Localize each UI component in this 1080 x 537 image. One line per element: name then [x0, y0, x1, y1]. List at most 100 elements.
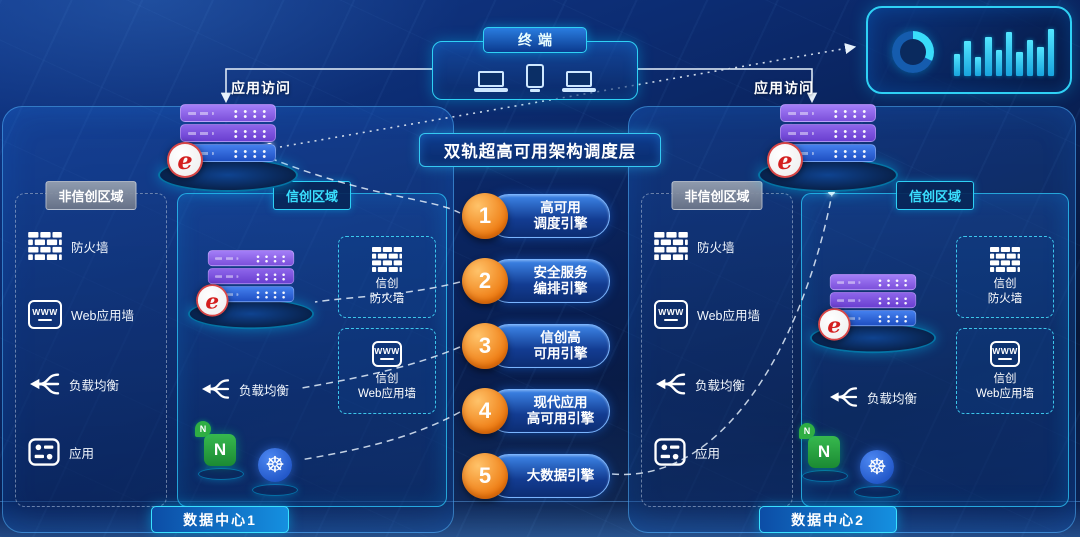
app-access-label-right: 应用访问 [754, 80, 814, 96]
server-unit [180, 104, 276, 122]
dc1-xc-server-cluster: e [188, 250, 314, 331]
dc1-waf-item: WWW Web应用墙 [28, 300, 134, 329]
datacenter2-badge: 数据中心2 [759, 506, 897, 533]
engine-label-line2: 调度引擎 [533, 216, 588, 231]
vendor-logo: e [767, 142, 803, 178]
web-app-wall-icon: WWW [990, 340, 1020, 367]
dc2-xc-firewall-box: 信创防火墙 [956, 236, 1054, 318]
dc2-xc-lb-item: 负载均衡 [828, 384, 917, 410]
app-access-label-left: 应用访问 [231, 80, 291, 96]
laptop-icon [562, 71, 596, 92]
server-unit [180, 124, 276, 142]
engine-label-line1: 现代应用 [533, 394, 588, 410]
firewall-icon [990, 247, 1020, 273]
kubernetes-icon: ☸ [258, 448, 292, 482]
load-balancer-icon [830, 387, 858, 407]
dc2-xc-server-cluster: e [810, 274, 936, 355]
terminal-box: 终端 [432, 27, 638, 100]
item-label: Web应用墙 [697, 309, 760, 323]
tablet-icon [526, 64, 544, 92]
firewall-icon [28, 232, 62, 260]
web-app-wall-icon: WWW [28, 300, 62, 329]
server-unit [829, 292, 917, 309]
datacenter1-badge: 数据中心1 [151, 506, 289, 533]
dc2-xc-zone-title: 信创区域 [895, 181, 975, 210]
item-label: 负载均衡 [239, 383, 290, 398]
engine-label-line1: 信创高 [540, 329, 581, 345]
platform-ellipse [252, 484, 298, 496]
vendor-logo: e [167, 142, 203, 178]
load-balancer-icon [656, 373, 686, 395]
dc1-non-xc-zone-title: 非信创区域 [45, 181, 137, 210]
xc-firewall-label: 信创防火墙 [369, 278, 405, 305]
engine-big-data: 大数据引擎 5 [462, 452, 610, 500]
item-label: 应用 [695, 446, 721, 461]
monitoring-dashboard-panel [866, 6, 1072, 94]
engine-security-orchestration: 安全服务 编排引擎 2 [462, 257, 610, 305]
bar-chart-icon [954, 26, 1055, 76]
dc2-waf-item: WWW Web应用墙 [654, 300, 760, 329]
vendor-logo: e [196, 284, 229, 317]
dc2-non-xc-zone-title: 非信创区域 [671, 181, 763, 210]
dc1-app-item: 应用 [28, 438, 94, 466]
engine-number-badge: 4 [462, 388, 508, 434]
item-label: 负载均衡 [867, 391, 918, 406]
engine-number-badge: 2 [462, 258, 508, 304]
dc2-firewall-item: 防火墙 [654, 232, 735, 260]
server-unit [207, 250, 295, 267]
engine-label-line2: 编排引擎 [533, 281, 588, 296]
platform-ellipse [802, 470, 848, 482]
terminal-title: 终端 [483, 27, 587, 53]
server-unit [780, 124, 876, 142]
web-app-wall-icon: WWW [654, 300, 688, 329]
load-balancer-icon [202, 379, 230, 399]
terminal-devices [433, 64, 637, 92]
application-icon [28, 438, 60, 466]
engine-label-line1: 大数据引擎 [526, 467, 595, 483]
dc1-lb-item: 负载均衡 [28, 370, 119, 398]
platform-ellipse [198, 468, 244, 480]
engine-number-badge: 5 [462, 453, 508, 499]
item-label: 防火墙 [71, 240, 109, 255]
dc2-lb-item: 负载均衡 [654, 370, 745, 398]
dc1-firewall-item: 防火墙 [28, 232, 109, 260]
laptop-icon [474, 71, 508, 92]
dc2-gateway-server-cluster: e [758, 104, 898, 194]
server-unit [780, 104, 876, 122]
vendor-logo: e [818, 308, 851, 341]
engine-modern-app-ha: 现代应用 高可用引擎 4 [462, 387, 610, 435]
dc1-non-xc-zone: 非信创区域 防火墙 WWW Web应用墙 负载均衡 应用 [15, 181, 167, 507]
nginx-icon: N N [799, 423, 840, 468]
nginx-leaf-icon: N [195, 421, 211, 437]
application-icon [654, 438, 686, 466]
firewall-icon [372, 247, 402, 273]
item-label: 应用 [69, 446, 95, 461]
engine-label-line2: 高可用引擎 [526, 411, 595, 426]
server-unit [829, 274, 917, 291]
nginx-leaf-icon: N [799, 423, 815, 439]
engine-label-line2: 可用引擎 [533, 346, 588, 361]
engine-number-badge: 3 [462, 323, 508, 369]
server-unit [207, 286, 295, 303]
item-label: 负载均衡 [69, 378, 120, 393]
dc1-xc-firewall-box: 信创防火墙 [338, 236, 436, 318]
item-label: Web应用墙 [71, 309, 134, 323]
engine-xc-ha: 信创高 可用引擎 3 [462, 322, 610, 370]
nginx-icon: N N [195, 421, 236, 466]
dc1-xc-lb-item: 负载均衡 [200, 376, 289, 402]
item-label: 负载均衡 [695, 378, 746, 393]
kubernetes-icon: ☸ [860, 450, 894, 484]
dc2-non-xc-zone: 非信创区域 防火墙 WWW Web应用墙 负载均衡 应用 [641, 181, 793, 507]
firewall-icon [654, 232, 688, 260]
donut-chart-icon [892, 31, 934, 73]
engine-number-badge: 1 [462, 193, 508, 239]
engine-label-line1: 高可用 [540, 199, 581, 215]
scheduling-layer-banner: 双轨超高可用架构调度层 [419, 133, 661, 167]
engine-ha-scheduling: 高可用 调度引擎 1 [462, 192, 610, 240]
